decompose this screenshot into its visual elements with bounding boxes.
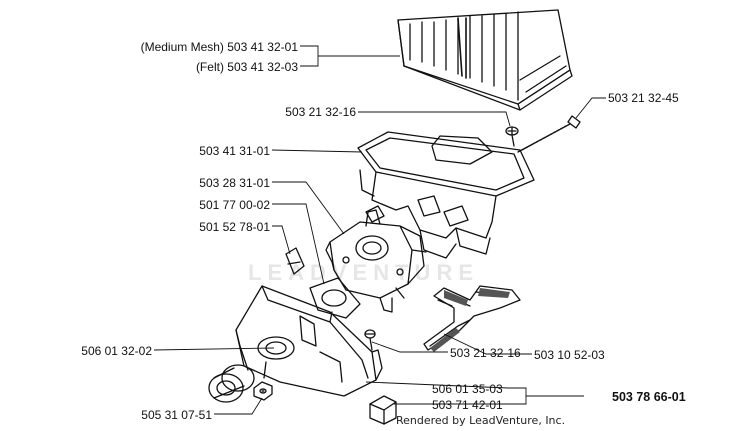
plug: [369, 395, 397, 425]
carburetor: [325, 209, 427, 313]
label-gasket: 501 77 00-02: [199, 198, 270, 212]
label-carburetor: 503 28 31-01: [199, 176, 270, 190]
label-screw-bottom: 503 21 32-16: [450, 346, 521, 360]
label-clip: 501 52 78-01: [199, 220, 270, 234]
label-filter-felt: (Felt) 503 41 32-03: [195, 60, 298, 74]
label-long-bolt: 503 21 32-45: [608, 91, 679, 105]
screw-bottom: [364, 329, 376, 351]
label-filter-mesh: (Medium Mesh) 503 41 32-01: [140, 40, 298, 54]
air-filter: [397, 9, 573, 111]
nut: [253, 381, 273, 401]
filter-sponge: [208, 364, 255, 403]
label-assembly: 503 78 66-01: [612, 390, 686, 404]
long-bolt: [517, 115, 581, 153]
filter-base: [357, 131, 535, 259]
label-filter-base: 503 41 31-01: [199, 144, 270, 158]
watermark: LEADVENTURE: [248, 260, 479, 285]
label-screw-top: 503 21 32-16: [285, 105, 356, 119]
clip: [285, 247, 305, 275]
credit-text: Rendered by LeadVenture, Inc.: [396, 414, 566, 427]
intake-housing: [235, 285, 383, 397]
screw-top: [505, 126, 519, 147]
label-nut: 505 31 07-51: [141, 408, 212, 422]
label-plug-b: 503 71 42-01: [432, 398, 503, 412]
label-throttle-rod: 503 10 52-03: [534, 348, 605, 362]
label-plug-a: 506 01 35-03: [432, 382, 503, 396]
label-intake-housing: 506 01 32-02: [81, 344, 152, 358]
